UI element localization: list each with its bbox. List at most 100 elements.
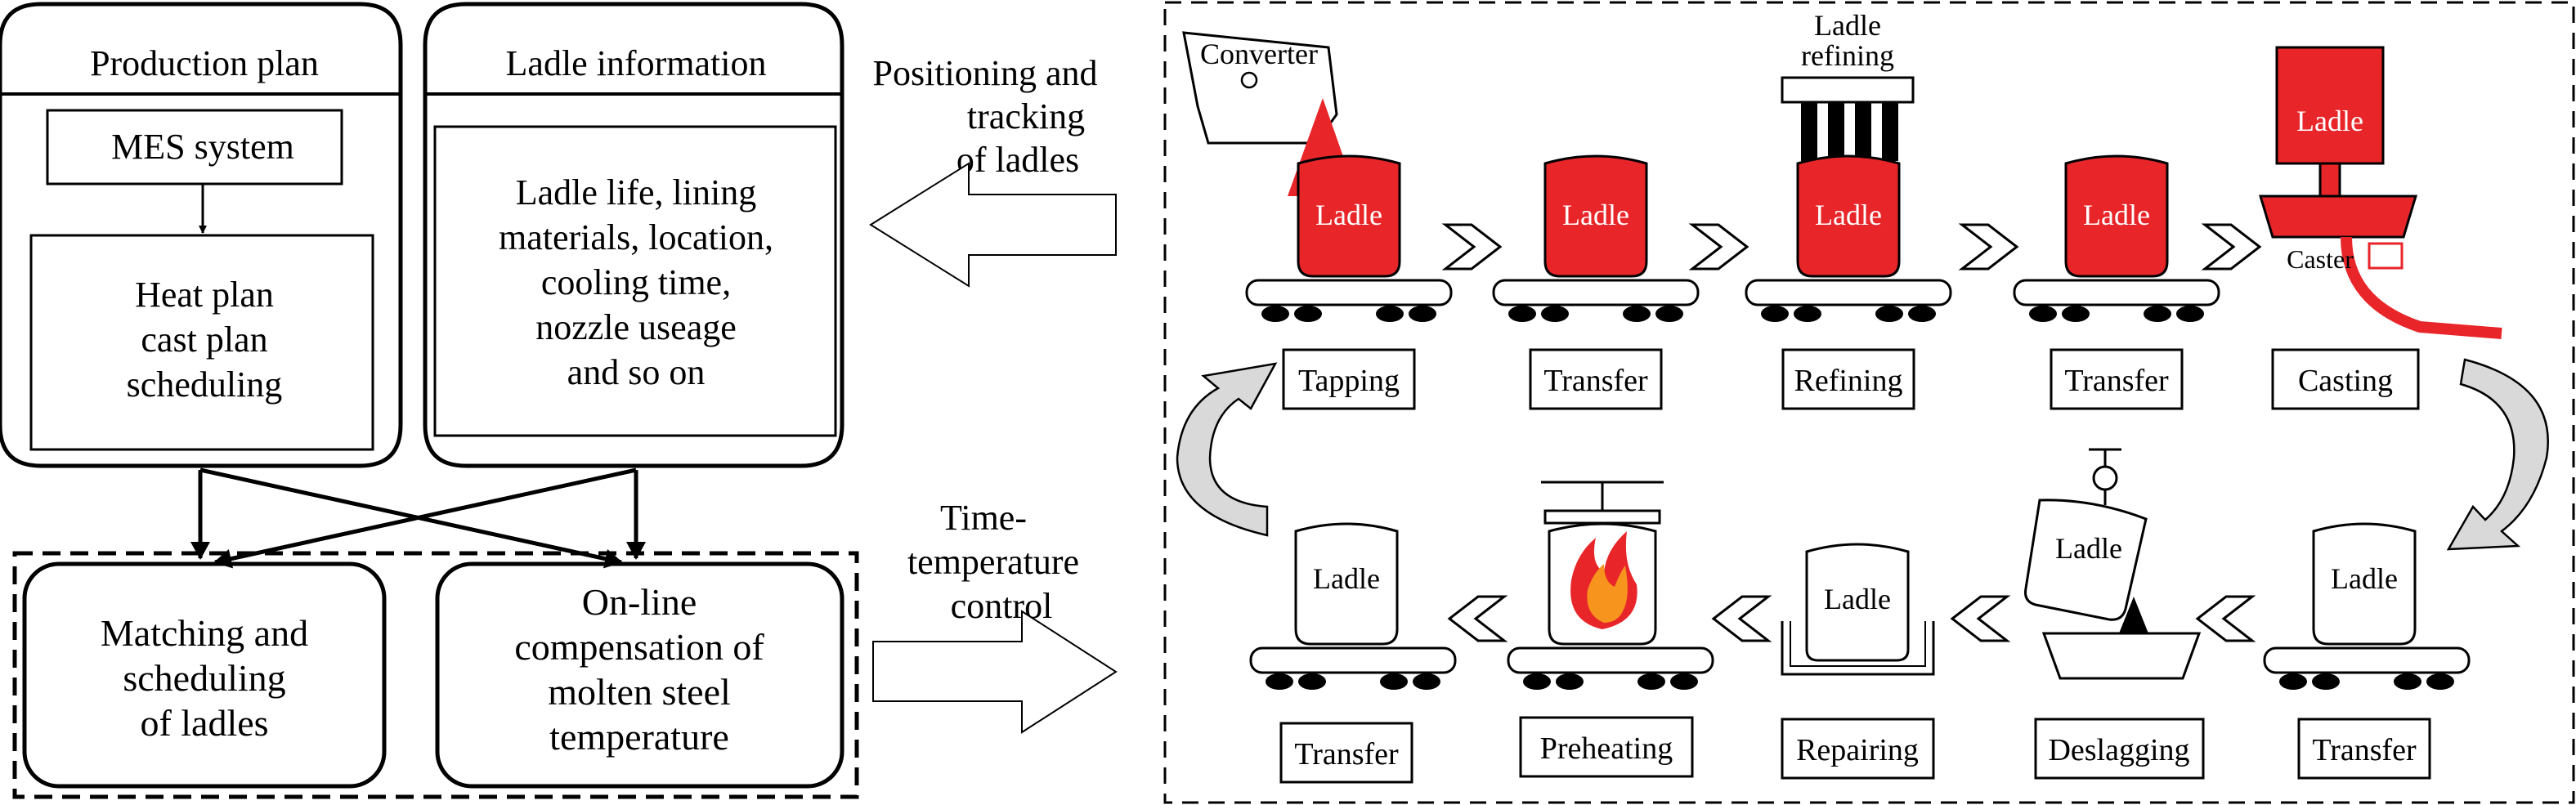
step-repairing: Repairing <box>1796 733 1919 767</box>
ladle-detail-line-2: materials, location, <box>499 217 773 257</box>
time-temp-line-3: control <box>951 586 1053 626</box>
compensation-line-4: temperature <box>549 716 729 758</box>
step-transfer-3: Transfer <box>1294 737 1399 771</box>
time-temp-arrow-right <box>872 610 1118 734</box>
refining-label-line-1: Ladle <box>1814 9 1881 42</box>
matching-line-3: of ladles <box>140 702 268 744</box>
positioning-line-1: Positioning and <box>872 53 1097 93</box>
chevron-right-icon <box>1688 223 1749 271</box>
process-dashed-frame <box>1163 1 2575 804</box>
caster-label: Caster <box>2287 244 2354 274</box>
preheating-station <box>1541 481 1664 646</box>
cart-tapping <box>1245 279 1453 322</box>
step-transfer-2: Transfer <box>2064 364 2169 398</box>
step-transfer-1: Transfer <box>1543 364 1648 398</box>
matching-line-1: Matching and <box>101 612 308 654</box>
mes-label: MES system <box>111 127 294 167</box>
cart-preheating <box>1507 646 1714 690</box>
cycle-arrow-right <box>2446 358 2549 551</box>
positioning-line-3: of ladles <box>956 140 1079 180</box>
ladle-text-transfer-3: Ladle <box>1313 562 1380 595</box>
caster-box <box>2368 242 2404 270</box>
ladle-transfer-3: Ladle <box>1294 522 1399 646</box>
chevron-left-icon <box>2195 595 2256 642</box>
slag-pot <box>2041 632 2202 680</box>
time-temp-line-1: Time- <box>940 498 1027 538</box>
time-temp-line-2: temperature <box>907 542 1079 582</box>
chevron-left-icon <box>1711 595 1772 642</box>
ladle-text-transfer-2: Ladle <box>2083 199 2150 231</box>
casting-station: Ladle Caster <box>2258 46 2502 339</box>
tilted-ladle <box>2024 499 2148 621</box>
ladle-text-transfer-4: Ladle <box>2331 562 2398 595</box>
ladle-text-refining: Ladle <box>1815 199 1882 231</box>
slag-cone <box>2119 597 2148 633</box>
cart-transfer-1 <box>1492 279 1700 322</box>
chevron-left-icon <box>1950 595 2011 642</box>
bottom-step-labels: Transfer Preheating Repairing Deslagging… <box>1279 716 2431 784</box>
ladle-detail-line-5: and so on <box>567 352 706 392</box>
ladle-refining: Ladle <box>1796 154 1901 278</box>
chevrons-bottom <box>1447 595 2256 642</box>
repair-stand <box>1781 621 1935 676</box>
ladle-details-box <box>433 125 837 437</box>
crossing-arrows <box>190 467 646 569</box>
chevron-right-icon <box>1958 223 2019 271</box>
step-preheating: Preheating <box>1540 731 1673 766</box>
compensation-line-2: compensation of <box>514 626 764 668</box>
compensation-line-1: On-line <box>582 581 697 623</box>
matching-scheduling-block: Matching and scheduling of ladles <box>22 561 387 789</box>
deslagging-station: Ladle <box>2024 448 2202 680</box>
online-compensation-block: On-line compensation of molten steel tem… <box>435 561 844 789</box>
cart-transfer-3 <box>1249 646 1457 690</box>
ladle-detail-line-3: cooling time, <box>541 262 731 302</box>
chevron-left-icon <box>1447 595 1508 642</box>
step-casting: Casting <box>2298 364 2393 398</box>
production-plan-title: Production plan <box>90 43 319 83</box>
ladle-tapping: Ladle <box>1297 154 1401 278</box>
flame-inner-icon <box>1587 564 1628 623</box>
chevrons-top <box>1441 223 2262 271</box>
step-deslagging: Deslagging <box>2048 733 2189 767</box>
scheduling-dashed-group <box>12 551 859 799</box>
compensation-line-3: molten steel <box>548 671 731 713</box>
top-step-labels: Tapping Transfer Refining Transfer Casti… <box>1282 348 2420 410</box>
strand <box>2341 236 2502 339</box>
ladle-text-deslagging: Ladle <box>2055 532 2122 565</box>
mes-box <box>46 109 343 186</box>
refining-label-line-2: refining <box>1801 39 1894 72</box>
heat-plan-line-3: scheduling <box>127 364 283 405</box>
ladle-information-title: Ladle information <box>506 43 767 83</box>
heat-plan-box <box>29 234 374 451</box>
production-plan-block: Production plan MES system Heat plan cas… <box>0 2 403 468</box>
chevron-right-icon <box>2201 223 2262 271</box>
tundish <box>2258 195 2418 239</box>
ladle-text-repairing: Ladle <box>1824 583 1891 615</box>
heat-plan-line-1: Heat plan <box>135 275 274 315</box>
positioning-line-2: tracking <box>967 96 1085 136</box>
cart-refining <box>1745 279 1952 322</box>
ladle-text-tapping: Ladle <box>1315 199 1382 231</box>
step-refining: Refining <box>1794 364 1903 398</box>
cycle-arrow-left <box>1176 362 1278 537</box>
ladle-transfer-4: Ladle <box>2312 522 2417 646</box>
ladle-transfer-2: Ladle <box>2064 154 2169 278</box>
cart-transfer-4 <box>2263 646 2471 690</box>
step-transfer-4: Transfer <box>2312 733 2417 767</box>
step-tapping: Tapping <box>1298 364 1400 398</box>
refining-station: Ladle refining <box>1781 9 1915 161</box>
ladle-transfer-1: Ladle <box>1543 154 1648 278</box>
ladle-detail-line-4: nozzle useage <box>535 307 737 347</box>
positioning-arrow-left <box>869 162 1117 288</box>
ladle-text-casting: Ladle <box>2296 105 2363 137</box>
matching-line-2: scheduling <box>123 657 285 699</box>
converter-label: Converter <box>1200 38 1318 70</box>
cart-transfer-2 <box>2013 279 2220 322</box>
ladle-information-block: Ladle information Ladle life, lining mat… <box>423 2 844 468</box>
repairing-station: Ladle <box>1781 543 1935 676</box>
chevron-right-icon <box>1441 223 1503 271</box>
heat-plan-line-2: cast plan <box>141 320 267 360</box>
ladle-detail-line-1: Ladle life, lining <box>516 172 756 212</box>
ladle-text-transfer-1: Ladle <box>1562 199 1629 231</box>
